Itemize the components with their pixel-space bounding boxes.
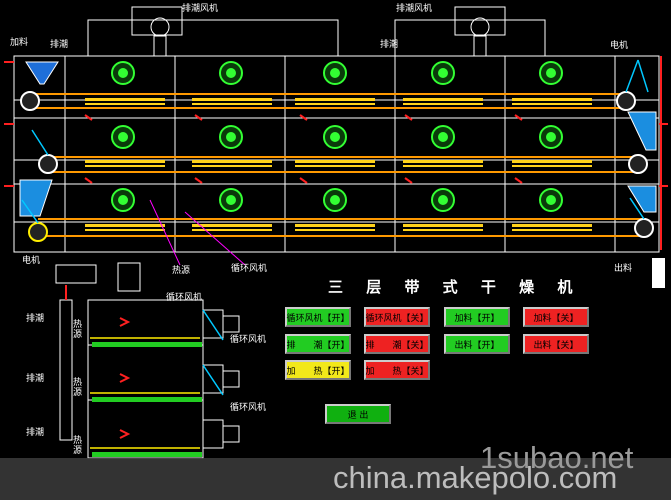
- label-discharge: 出料: [614, 264, 633, 274]
- label-dehumid-left: 排潮: [50, 40, 69, 50]
- label-feed-in: 加料: [10, 38, 29, 48]
- label-side-heat-3: 热源: [73, 436, 83, 456]
- label-motor-bottom: 电机: [22, 256, 41, 266]
- feed-off-button[interactable]: 加料【关】: [523, 307, 589, 327]
- circ-fan-off-button[interactable]: 循环风机【关】: [364, 307, 430, 327]
- watermark-bar: [0, 458, 671, 500]
- chain-drives: [21, 59, 649, 224]
- circulation-fans: [111, 61, 563, 212]
- dryer-frame: [13, 55, 660, 253]
- hopper-transfers: [19, 111, 657, 217]
- side-view-arrows: [65, 285, 131, 439]
- label-side-dehumid-1: 排潮: [26, 314, 45, 324]
- side-view-cyan: [202, 309, 224, 396]
- heat-on-button[interactable]: 加 热【开】: [285, 360, 351, 380]
- discharge-on-button[interactable]: 出料【开】: [444, 334, 510, 354]
- label-circ-fan-side3: 循环风机: [230, 403, 267, 413]
- heat-off-button[interactable]: 加 热【关】: [364, 360, 430, 380]
- watermark-1subao: 1subao.net: [480, 440, 634, 475]
- belt-rollers: [20, 91, 654, 242]
- top-dehumid-housing-right: [394, 6, 546, 57]
- label-motor-top: 电机: [610, 41, 629, 51]
- dehumid-off-button[interactable]: 排 潮【关】: [364, 334, 430, 354]
- dehumid-on-button[interactable]: 排 潮【开】: [285, 334, 351, 354]
- label-dehumid-fan-left: 排潮风机: [182, 4, 219, 14]
- label-circ-fan: 循环风机: [231, 264, 268, 274]
- label-dehumid-right: 排潮: [380, 40, 399, 50]
- exit-button[interactable]: 退 出: [325, 404, 391, 424]
- hopper-feed: [25, 61, 59, 85]
- conveyor-belts: [30, 93, 646, 237]
- side-view-belts: [92, 342, 202, 457]
- label-heat-source: 热源: [172, 266, 191, 276]
- watermark-makepolo: china.makepolo.com: [333, 460, 618, 495]
- label-circ-fan-side2: 循环风机: [230, 335, 267, 345]
- page-title: 三 层 带 式 干 燥 机: [328, 278, 582, 296]
- circ-fan-on-button[interactable]: 循环风机【开】: [285, 307, 351, 327]
- discharge-box: [652, 258, 665, 288]
- feed-on-button[interactable]: 加料【开】: [444, 307, 510, 327]
- label-dehumid-fan-right: 排潮风机: [396, 4, 433, 14]
- flow-arrows: [84, 114, 523, 184]
- label-circ-fan-side: 循环风机: [166, 293, 203, 303]
- label-side-heat-1: 热源: [73, 320, 83, 340]
- side-view: [55, 262, 240, 459]
- label-side-heat-2: 热源: [73, 378, 83, 398]
- top-dehumid-housing-left: [87, 6, 339, 57]
- side-view-yellow: [90, 337, 200, 449]
- discharge-off-button[interactable]: 出料【关】: [523, 334, 589, 354]
- heater-coils: [85, 98, 592, 231]
- label-side-dehumid-2: 排潮: [26, 374, 45, 384]
- label-side-dehumid-3: 排潮: [26, 428, 45, 438]
- leader-lines: [149, 199, 246, 266]
